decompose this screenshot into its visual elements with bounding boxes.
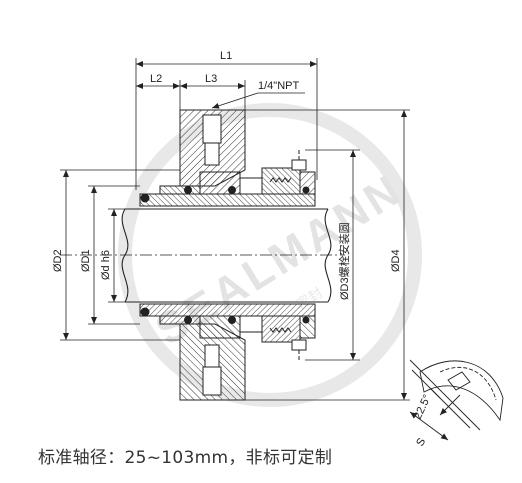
seal-lower — [139, 303, 316, 401]
caption: 标准轴径：25~103mm，非标可定制 — [38, 448, 333, 468]
label-L3: L3 — [205, 73, 217, 85]
shaft — [60, 208, 345, 303]
label-L1: L1 — [220, 50, 232, 62]
label-D2: ØD2 — [52, 249, 64, 272]
seal-upper — [139, 109, 316, 207]
label-D1: ØD1 — [80, 249, 92, 272]
label-D3: ØD3螺栓安装圆 — [337, 222, 351, 300]
label-angle: 22.5° — [412, 393, 434, 421]
dimension-lines — [60, 58, 410, 401]
label-npt: 1/4"NPT — [258, 80, 299, 92]
label-dh6: Ød h6 — [100, 250, 112, 280]
detail-view — [409, 359, 504, 441]
label-L2: L2 — [150, 73, 162, 85]
label-D4: ØD4 — [390, 249, 402, 272]
label-S: S — [414, 436, 428, 448]
